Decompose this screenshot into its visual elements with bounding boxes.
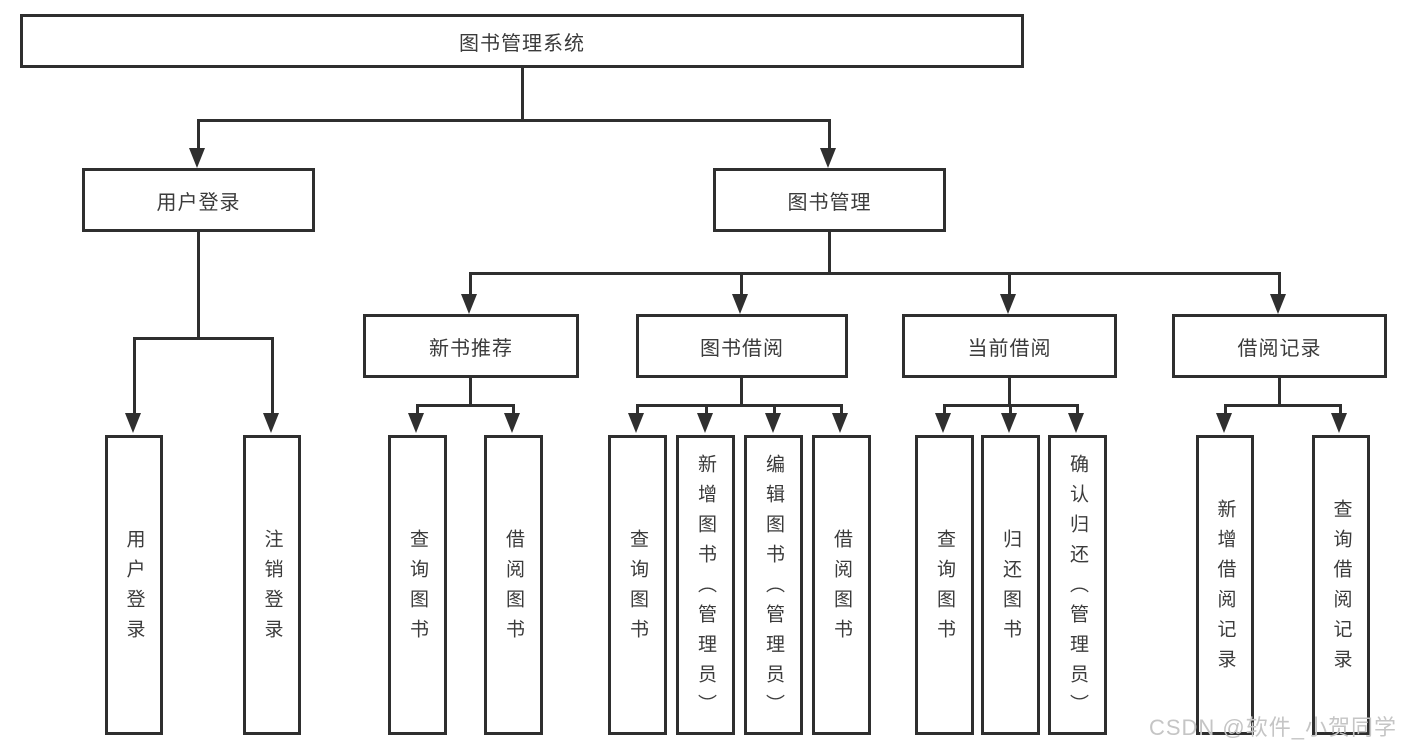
node-label: 归还图书	[1000, 529, 1021, 649]
connector-drop	[740, 272, 743, 297]
arrow-down-icon	[461, 294, 477, 314]
arrow-down-icon	[125, 413, 141, 433]
node-label: 查询图书	[934, 529, 955, 649]
arrow-down-icon	[765, 413, 781, 433]
arrow-down-icon	[189, 148, 205, 168]
node-label: 查询图书	[627, 529, 648, 649]
connector-drop	[773, 404, 776, 415]
connector-user-login-bus	[133, 337, 274, 340]
connector-drop	[943, 404, 946, 415]
connector-book-management-trunk	[828, 232, 831, 275]
node-label: 借阅图书	[503, 529, 524, 649]
arrow-down-icon	[408, 413, 424, 433]
node-label: 注销登录	[261, 529, 283, 649]
node-library-management-system: 图书管理系统	[20, 14, 1024, 68]
connector-drop	[1009, 404, 1012, 415]
arrow-down-icon	[1068, 413, 1084, 433]
connector-drop	[416, 404, 419, 415]
arrow-down-icon	[628, 413, 644, 433]
node-label: 借阅图书	[831, 529, 852, 649]
node-query-borrow-record: 查询借阅记录	[1312, 435, 1370, 735]
connector-drop	[636, 404, 639, 415]
node-label: 图书管理系统	[459, 32, 585, 55]
connector-trunk	[469, 378, 472, 407]
node-label: 新书推荐	[429, 337, 513, 360]
connector-trunk	[1008, 378, 1011, 407]
node-query-books-current: 查询图书	[915, 435, 974, 735]
connector-bus	[1224, 404, 1341, 407]
node-label: 新增图书（管理员）	[695, 454, 716, 724]
connector-bus	[636, 404, 843, 407]
node-label: 图书管理	[787, 191, 872, 214]
connector-drop	[1224, 404, 1227, 415]
node-edit-book-admin: 编辑图书（管理员）	[744, 435, 803, 735]
node-book-management: 图书管理	[713, 168, 946, 232]
connector-trunk	[740, 378, 743, 407]
node-add-book-admin: 新增图书（管理员）	[676, 435, 735, 735]
node-label: 查询图书	[407, 529, 428, 649]
arrow-down-icon	[504, 413, 520, 433]
arrow-down-icon	[935, 413, 951, 433]
connector-drop	[1339, 404, 1342, 415]
arrow-down-icon	[832, 413, 848, 433]
connector-drop	[469, 272, 472, 297]
arrow-down-icon	[1001, 413, 1017, 433]
connector-drop	[133, 337, 136, 415]
connector-user-login-trunk	[197, 232, 200, 340]
connector-drop	[1008, 272, 1011, 297]
node-book-borrowing: 图书借阅	[636, 314, 848, 378]
node-label: 借阅记录	[1237, 337, 1322, 360]
connector-trunk	[1278, 378, 1281, 407]
node-borrowing-records: 借阅记录	[1172, 314, 1387, 378]
node-label: 图书借阅	[700, 337, 784, 360]
node-label: 新增借阅记录	[1214, 499, 1236, 679]
arrow-down-icon	[1000, 294, 1016, 314]
connector-root-trunk	[521, 68, 524, 121]
connector-drop-book-management	[828, 119, 831, 152]
node-label: 确认归还（管理员）	[1067, 454, 1088, 724]
node-query-books-recommend: 查询图书	[388, 435, 447, 735]
node-label: 用户登录	[156, 191, 241, 214]
connector-drop	[1076, 404, 1079, 415]
arrow-down-icon	[1270, 294, 1286, 314]
connector-drop	[512, 404, 515, 415]
arrow-down-icon	[732, 294, 748, 314]
node-confirm-return-admin: 确认归还（管理员）	[1048, 435, 1107, 735]
node-label: 当前借阅	[967, 337, 1052, 360]
arrow-down-icon	[1331, 413, 1347, 433]
node-return-book: 归还图书	[981, 435, 1040, 735]
node-add-borrow-record: 新增借阅记录	[1196, 435, 1254, 735]
node-borrow-books-recommend: 借阅图书	[484, 435, 543, 735]
node-new-book-recommend: 新书推荐	[363, 314, 579, 378]
arrow-down-icon	[1216, 413, 1232, 433]
node-logout: 注销登录	[243, 435, 301, 735]
connector-bus	[416, 404, 515, 407]
connector-level2-bus	[197, 119, 831, 122]
connector-drop	[271, 337, 274, 415]
node-borrow-books-leaf: 借阅图书	[812, 435, 871, 735]
node-label: 编辑图书（管理员）	[763, 454, 784, 724]
node-user-login: 用户登录	[82, 168, 315, 232]
connector-level3-bus	[469, 272, 1281, 275]
connector-drop-user-login	[197, 119, 200, 152]
node-label: 用户登录	[123, 529, 145, 649]
arrow-down-icon	[820, 148, 836, 168]
connector-drop	[1278, 272, 1281, 297]
arrow-down-icon	[697, 413, 713, 433]
node-user-login-leaf: 用户登录	[105, 435, 163, 735]
node-label: 查询借阅记录	[1330, 499, 1352, 679]
node-query-books-borrowing: 查询图书	[608, 435, 667, 735]
connector-drop	[840, 404, 843, 415]
arrow-down-icon	[263, 413, 279, 433]
node-current-borrowing: 当前借阅	[902, 314, 1117, 378]
connector-drop	[705, 404, 708, 415]
